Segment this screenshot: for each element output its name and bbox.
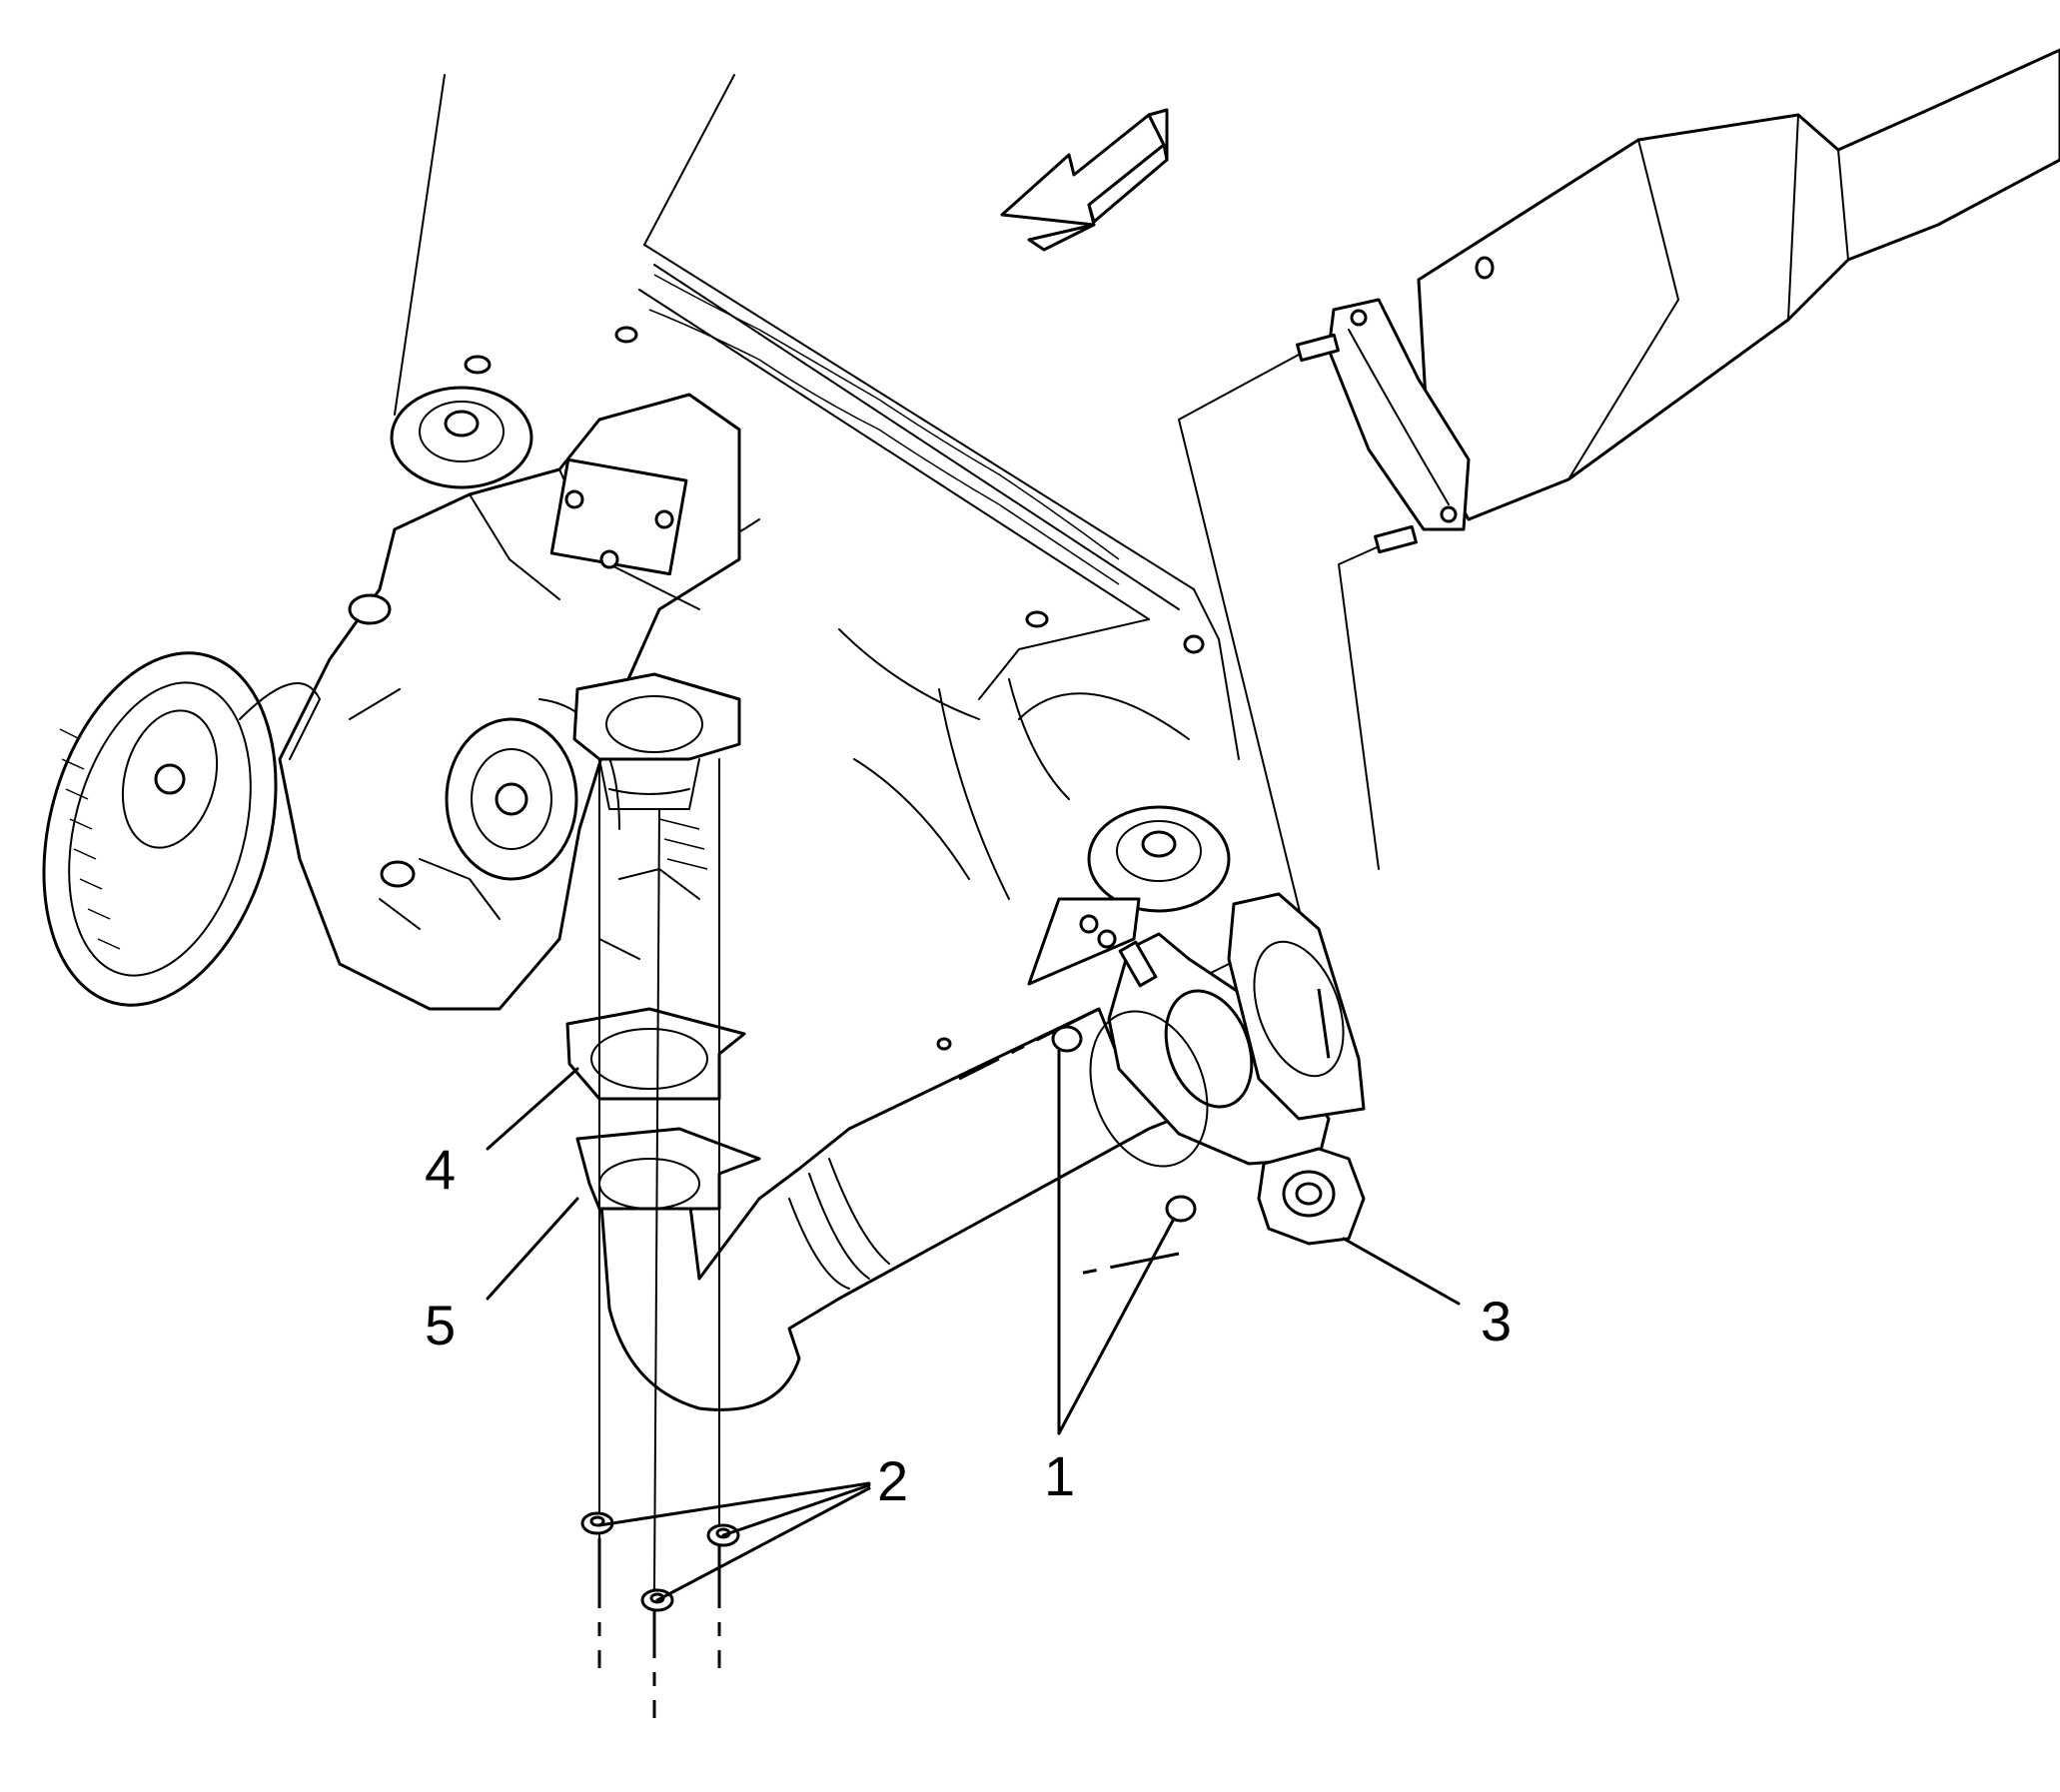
callout-4: 4 xyxy=(425,1138,456,1201)
left-mount-bushing xyxy=(390,386,533,489)
front-exhaust-pipe xyxy=(575,932,1331,1411)
callout-2: 2 xyxy=(877,1449,908,1512)
front-flange-gasket xyxy=(565,1007,746,1101)
front-direction-arrow-icon xyxy=(1000,108,1169,252)
alignment-lines xyxy=(597,758,1331,1718)
callout-3: 3 xyxy=(1481,1290,1512,1352)
upper-pipe-flange xyxy=(572,672,741,810)
callout-5: 5 xyxy=(425,1294,456,1356)
callout-leaders xyxy=(486,1047,1461,1602)
flange-nuts xyxy=(580,1511,740,1612)
flexplate xyxy=(42,651,321,1007)
transmission-assembly xyxy=(278,393,741,1011)
spring-washer xyxy=(1257,1147,1366,1246)
callout-1: 1 xyxy=(1044,1444,1075,1507)
frame-rib-detail xyxy=(648,274,1120,585)
flange-bolts xyxy=(1051,1025,1197,1223)
right-mount-bushing xyxy=(1027,805,1231,986)
rear-flange-gasket xyxy=(1227,892,1366,1121)
catalytic-converter xyxy=(1296,48,2060,554)
